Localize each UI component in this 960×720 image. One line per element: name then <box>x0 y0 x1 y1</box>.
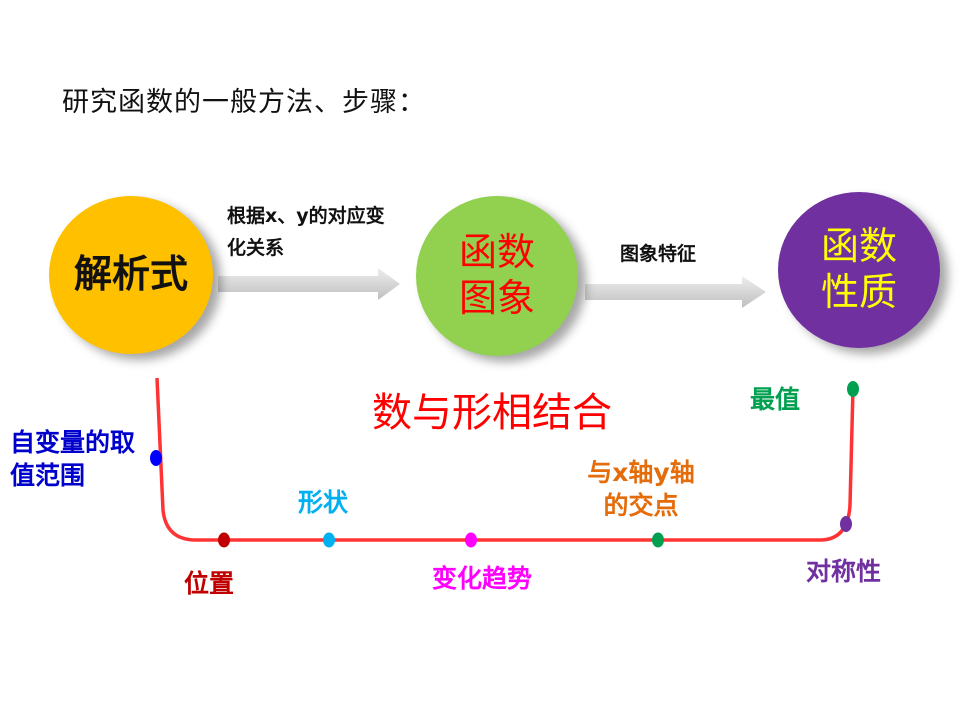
edge-label-graph-features: 图象特征 <box>620 243 697 265</box>
page-title: 研究函数的一般方法、步骤： <box>62 87 426 118</box>
node-function-graph: 函数图象 <box>416 196 578 356</box>
dot-domain <box>150 450 162 466</box>
edge-label-correspondence: 根据x、y的对应变化关系 <box>227 205 385 259</box>
dot-position <box>218 532 230 548</box>
center-text: 数与形相结合 <box>372 390 612 436</box>
point-label-symmetry: 对称性 <box>806 557 882 586</box>
node-analytic-expression: 解析式 <box>49 196 213 354</box>
node-analytic-label: 解析式 <box>73 252 188 297</box>
point-label-intercepts: 与x轴y轴的交点 <box>587 458 695 520</box>
point-label-extremum: 最值 <box>750 385 801 414</box>
node-graph-label: 函数图象 <box>458 230 535 320</box>
arrow-analytic-to-graph <box>218 268 400 300</box>
node-properties-label: 函数性质 <box>820 224 897 314</box>
dot-intercepts <box>652 532 664 548</box>
dot-extremum <box>847 381 859 397</box>
arrow-graph-to-properties <box>585 276 766 308</box>
dot-symmetry <box>840 516 852 532</box>
point-label-position: 位置 <box>184 569 235 598</box>
dot-shape <box>323 532 335 548</box>
dot-trend <box>465 532 477 548</box>
node-function-properties: 函数性质 <box>778 192 940 348</box>
point-label-domain: 自变量的取值范围 <box>10 428 136 490</box>
point-label-trend: 变化趋势 <box>432 564 533 593</box>
point-label-shape: 形状 <box>298 488 349 517</box>
